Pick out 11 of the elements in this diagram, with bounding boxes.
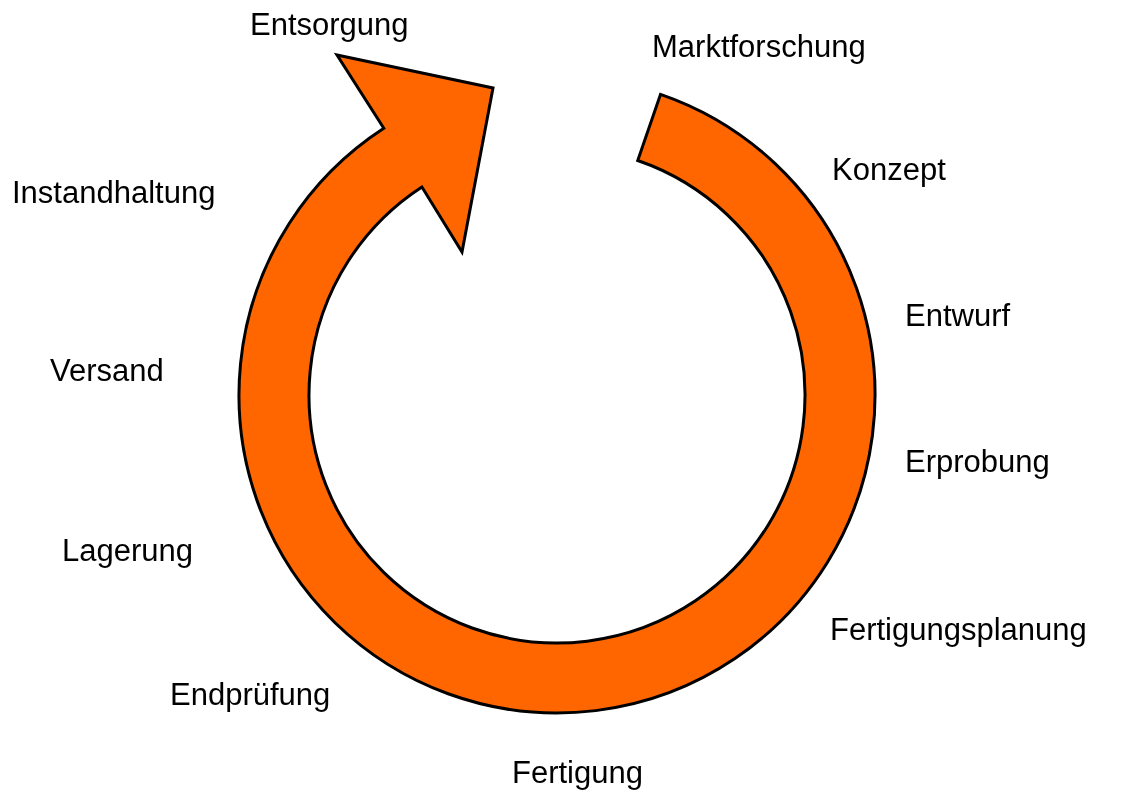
stage-label: Entwurf bbox=[905, 298, 1011, 334]
stage-label: Instandhaltung bbox=[12, 175, 216, 211]
stage-label: Entsorgung bbox=[250, 7, 409, 43]
stage-label: Marktforschung bbox=[652, 29, 866, 65]
stage-label: Erprobung bbox=[905, 444, 1050, 480]
stage-label: Endprüfung bbox=[170, 677, 331, 713]
stage-label: Fertigung bbox=[512, 755, 643, 791]
stage-label: Lagerung bbox=[62, 533, 193, 569]
stage-label: Konzept bbox=[832, 152, 946, 188]
stage-label: Versand bbox=[50, 353, 164, 389]
stage-label: Fertigungsplanung bbox=[830, 612, 1087, 648]
